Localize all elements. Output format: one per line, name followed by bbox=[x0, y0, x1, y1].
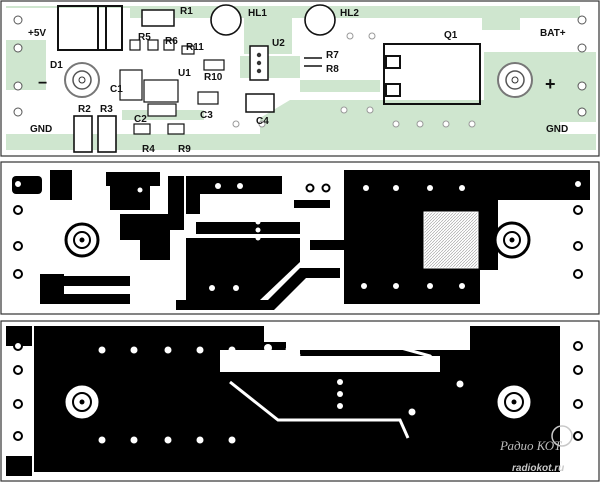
bottom-pad-rows bbox=[98, 342, 464, 444]
screw-pad-mid-right bbox=[493, 221, 531, 259]
label-c1: C1 bbox=[110, 84, 123, 95]
watermark-line2: radiokot.ru bbox=[512, 463, 564, 474]
c4-outline bbox=[245, 93, 275, 113]
q1-outline bbox=[383, 43, 481, 105]
r1-outline bbox=[141, 9, 175, 27]
label-r6: R6 bbox=[165, 36, 178, 47]
label-r7: R7 bbox=[326, 50, 339, 61]
label-r9: R9 bbox=[178, 144, 191, 155]
screw-pad-right bbox=[497, 62, 533, 98]
hl1-outline bbox=[210, 4, 242, 36]
u2-outline bbox=[249, 45, 269, 81]
label-q1: Q1 bbox=[444, 30, 458, 41]
label-r8: R8 bbox=[326, 64, 339, 75]
screw-pad-bottom-right bbox=[494, 382, 534, 422]
label-hl1: HL1 bbox=[248, 8, 267, 19]
edge-holes-top bbox=[13, 15, 587, 117]
copper-layer-panel bbox=[0, 161, 600, 315]
label-c4: C4 bbox=[256, 116, 269, 127]
label-u2: U2 bbox=[272, 38, 285, 49]
label-bat-plus: BAT+ bbox=[540, 28, 566, 39]
silkscreen-labels: +5V D1 − GND R2 R3 R5 R6 R1 R11 U1 C1 C2… bbox=[28, 6, 568, 155]
label-gnd-right: GND bbox=[546, 124, 568, 135]
label-r1: R1 bbox=[180, 6, 193, 17]
smd-cluster bbox=[119, 39, 225, 135]
label-r5: R5 bbox=[138, 32, 151, 43]
top-pad-row bbox=[232, 32, 476, 128]
label-gnd-left: GND bbox=[30, 124, 52, 135]
label-r3: R3 bbox=[100, 104, 113, 115]
label-r4: R4 bbox=[142, 144, 155, 155]
label-c2: C2 bbox=[134, 114, 147, 125]
hl2-outline bbox=[304, 4, 336, 36]
screw-pad-left bbox=[64, 62, 100, 98]
bottom-copper-panel bbox=[0, 320, 600, 482]
label-r11: R11 bbox=[186, 42, 204, 53]
radiokot-watermark: Радио КОТ radiokot.ru bbox=[499, 425, 573, 474]
bottom-traces bbox=[229, 338, 438, 439]
label-r2: R2 bbox=[78, 104, 91, 115]
edge-holes-mid bbox=[13, 179, 583, 279]
screw-pad-bottom-left bbox=[62, 382, 102, 422]
label-hl2: HL2 bbox=[340, 8, 359, 19]
r2-r3-outline bbox=[73, 115, 117, 153]
label-minus: − bbox=[38, 75, 47, 92]
watermark-line1: Радио КОТ bbox=[499, 438, 562, 453]
edge-holes-bottom bbox=[13, 341, 583, 441]
label-plus-5v: +5V bbox=[28, 28, 46, 39]
copper-holes-mid bbox=[137, 183, 465, 291]
label-plus: + bbox=[545, 74, 556, 94]
screw-pad-mid-left bbox=[64, 222, 100, 258]
q1-drain-pad bbox=[423, 211, 479, 269]
component-side-panel: +5V D1 − GND R2 R3 R5 R6 R1 R11 U1 C1 C2… bbox=[0, 0, 600, 157]
d1-outline bbox=[57, 5, 123, 51]
copper-pour-bottom bbox=[6, 326, 560, 476]
label-r10: R10 bbox=[204, 72, 223, 83]
label-u1: U1 bbox=[178, 68, 191, 79]
label-c3: C3 bbox=[200, 110, 213, 121]
r7-r8-outline bbox=[304, 57, 322, 67]
label-d1: D1 bbox=[50, 60, 63, 71]
